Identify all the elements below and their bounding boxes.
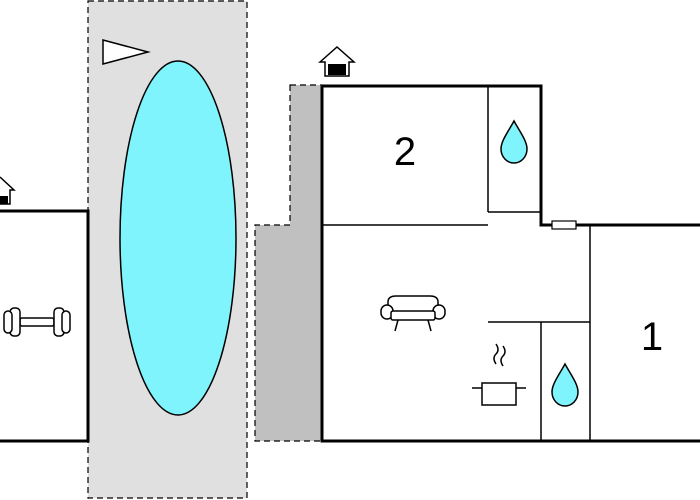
pool-icon <box>119 60 237 416</box>
terrace <box>254 84 323 442</box>
water-drop-icon <box>551 362 579 407</box>
house-entrance-icon <box>318 45 356 77</box>
main-building <box>320 84 700 443</box>
room-number-2: 2 <box>394 130 416 174</box>
pool-direction-flag-icon <box>102 39 151 65</box>
dumbbell-icon <box>3 307 71 337</box>
left-building <box>0 209 90 443</box>
water-drop-icon <box>500 119 528 164</box>
house-entrance-icon <box>0 176 16 205</box>
room-number-1: 1 <box>641 315 663 359</box>
sofa-icon <box>380 295 446 332</box>
cooking-pot-icon <box>472 343 526 406</box>
window-marker <box>551 220 577 230</box>
